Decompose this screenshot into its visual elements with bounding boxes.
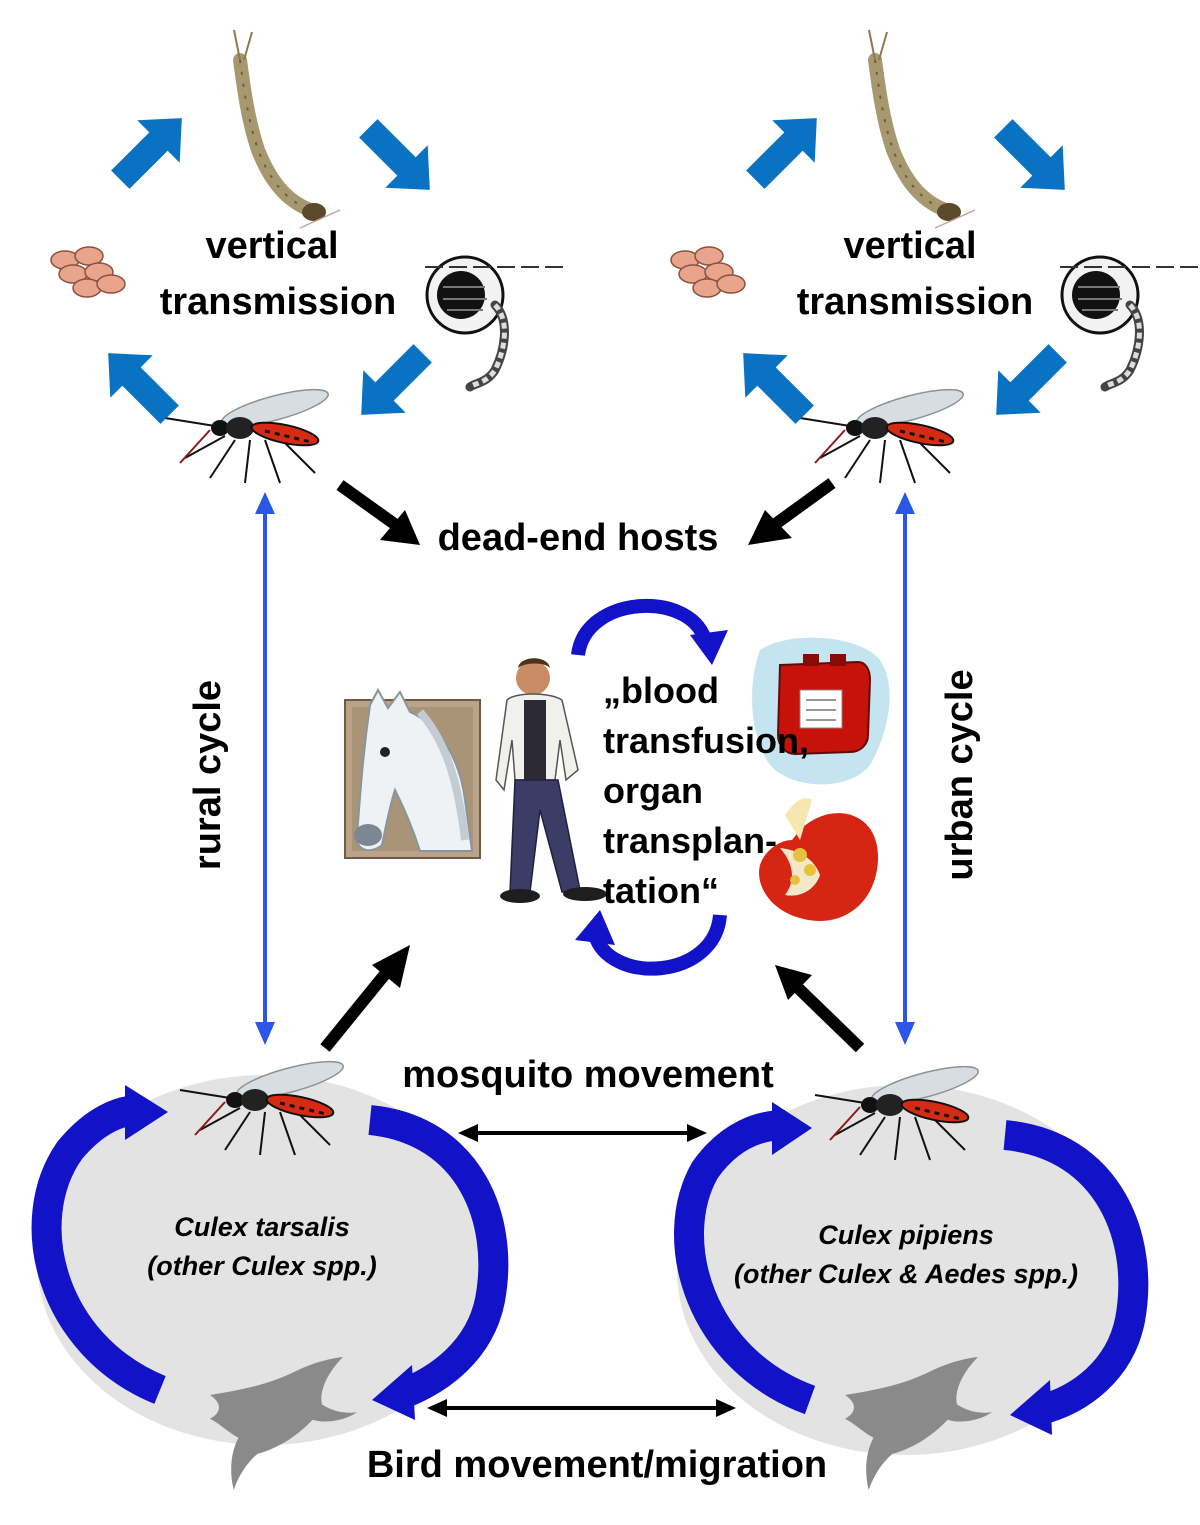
transfusion-line4: transplan- [603, 820, 777, 861]
vertical-arrow-2 [994, 119, 1065, 190]
vertical-arrow-4 [743, 353, 814, 424]
urban-species-line2: (other Culex & Aedes spp.) [734, 1259, 1078, 1289]
human-icon [495, 658, 607, 903]
horse-icon [344, 687, 481, 859]
larva-icon [869, 30, 975, 228]
mosquito-icon [163, 380, 333, 485]
transfusion-cycle-arrows [571, 598, 728, 976]
vertical-arrow-3 [996, 344, 1067, 415]
vertical-arrow-1 [111, 118, 182, 189]
vertical-arrow-2 [359, 119, 430, 190]
rural-enzootic-cycle: Culex tarsalis (other Culex spp.) [31, 1052, 509, 1490]
vertical-label-line1: vertical [205, 225, 338, 267]
larva-icon [234, 30, 340, 228]
pupa-icon [425, 257, 565, 387]
dead-end-hosts-label: dead-end hosts [438, 517, 719, 559]
egg-raft-icon [670, 246, 746, 298]
blood-bag-icon [752, 637, 890, 785]
vertical-arrow-1 [746, 118, 817, 189]
urban-cycle-ellipse [677, 1085, 1133, 1455]
bird-movement-label: Bird movement/migration [367, 1444, 827, 1486]
mosquito-movement-arrow [458, 1124, 707, 1142]
urban-cycle-label: urban cycle [939, 669, 981, 880]
vertical-label-line2: transmission [160, 281, 397, 323]
transfusion-line2: transfusion, [603, 720, 809, 761]
black-arrow-bottom-left [320, 945, 410, 1052]
urban-species-line1: Culex pipiens [818, 1220, 994, 1250]
transfusion-line3: organ [603, 770, 703, 811]
kidney-icon [759, 798, 879, 921]
vertical-cycle-left: vertical transmission [50, 30, 565, 485]
black-arrow-bottom-right [775, 965, 865, 1053]
urban-double-arrow [895, 492, 915, 1045]
bird-movement-arrow [427, 1399, 736, 1417]
vertical-label-line1: vertical [843, 225, 976, 267]
egg-raft-icon [50, 246, 126, 298]
transfusion-text: „blood transfusion, organ transplan- tat… [603, 670, 809, 911]
rural-cycle-ellipse [37, 1075, 493, 1445]
rural-species-line1: Culex tarsalis [174, 1212, 350, 1242]
black-arrow-top-left [336, 480, 420, 545]
transfusion-line1: „blood [603, 670, 719, 711]
mosquito-movement-label: mosquito movement [402, 1054, 774, 1096]
vertical-label-line2: transmission [797, 281, 1034, 323]
black-arrow-top-right [748, 478, 836, 545]
pupa-icon [1060, 257, 1200, 387]
mosquito-icon [798, 380, 968, 485]
vertical-cycle-right: vertical transmission [670, 30, 1200, 485]
vertical-arrow-4 [108, 353, 179, 424]
rural-species-line2: (other Culex spp.) [147, 1251, 377, 1281]
rural-double-arrow [255, 492, 275, 1045]
vertical-arrow-3 [361, 344, 432, 415]
rural-cycle-label: rural cycle [187, 680, 229, 870]
transfusion-line5: tation“ [603, 870, 719, 911]
urban-enzootic-cycle: Culex pipiens (other Culex & Aedes spp.) [674, 1057, 1149, 1490]
